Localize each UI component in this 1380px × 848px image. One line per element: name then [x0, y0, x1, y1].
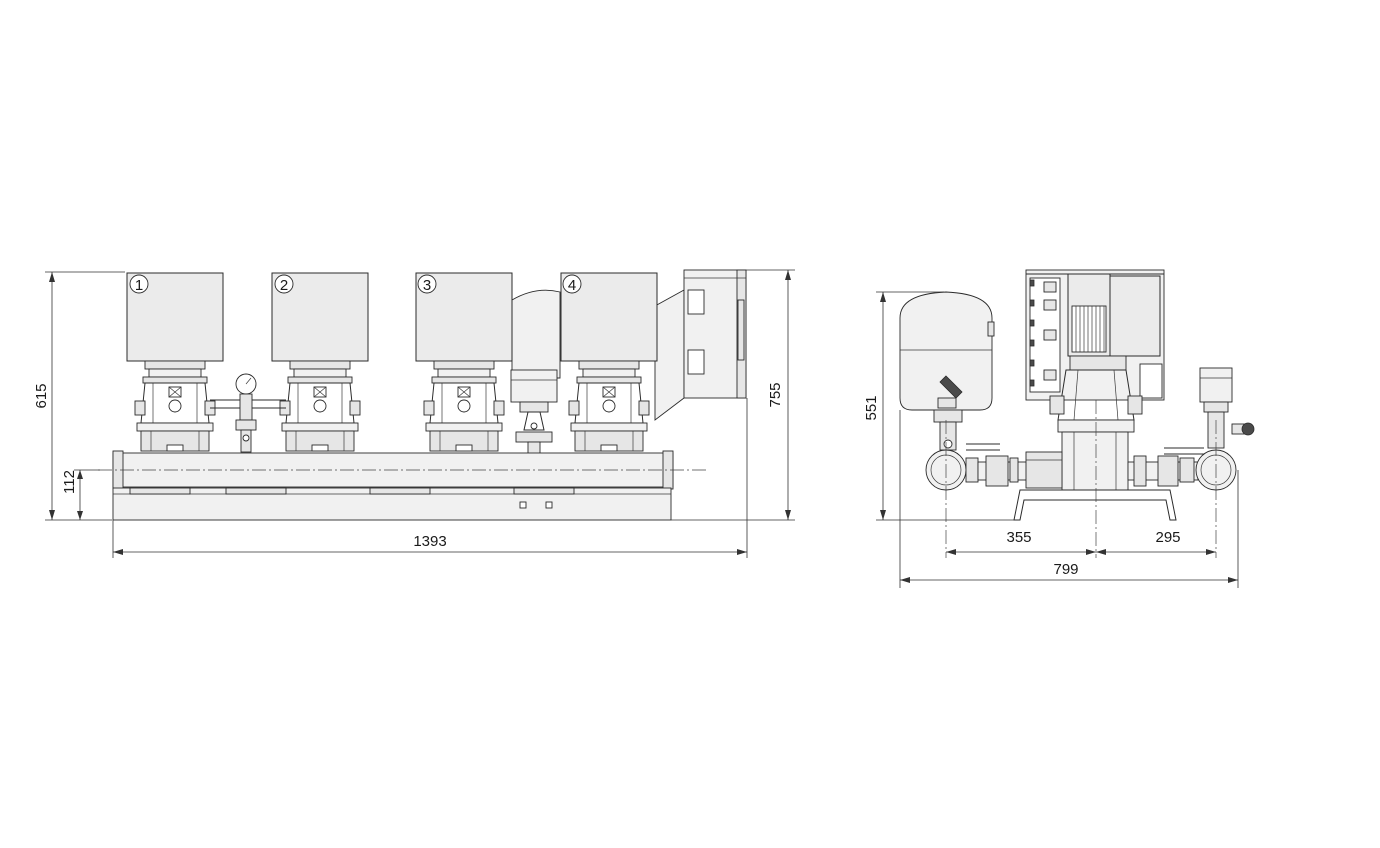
pressure-gauge [210, 373, 286, 453]
dimension-front-height-manifold: 112 [61, 469, 100, 520]
pressure-tank-back [511, 289, 561, 379]
control-cabinet [654, 269, 747, 421]
svg-text:799: 799 [1053, 561, 1078, 578]
dimension-front-height-cabinet: 755 [671, 269, 795, 521]
svg-text:1: 1 [135, 277, 143, 294]
svg-text:3: 3 [423, 277, 431, 294]
pump-2 [271, 272, 369, 452]
side-base-stand [1013, 489, 1177, 521]
front-view: 1 2 3 4 615 112 [33, 269, 795, 558]
svg-text:755: 755 [767, 382, 784, 407]
svg-text:615: 615 [33, 383, 50, 408]
front-base-frame [112, 487, 672, 521]
dimension-front-height-total: 615 [33, 271, 125, 521]
pump-badge-2: 2 [274, 274, 294, 294]
svg-text:4: 4 [568, 277, 576, 294]
svg-text:355: 355 [1006, 529, 1031, 546]
svg-text:551: 551 [863, 395, 880, 420]
front-manifold [98, 450, 706, 490]
svg-text:1393: 1393 [413, 533, 446, 550]
pump-badge-3: 3 [417, 274, 437, 294]
svg-text:295: 295 [1155, 529, 1180, 546]
svg-text:2: 2 [280, 277, 288, 294]
pressure-switch [510, 369, 558, 455]
side-view: 551 355 295 799 [863, 269, 1255, 588]
pump-1 [126, 272, 224, 452]
dimension-front-width: 1393 [112, 398, 748, 558]
pump-3 [415, 272, 513, 452]
svg-text:112: 112 [61, 470, 78, 494]
dimension-side-width: 799 [899, 410, 1239, 588]
side-left-manifold [925, 375, 1063, 491]
pump-badge-1: 1 [129, 274, 149, 294]
pump-badge-4: 4 [562, 274, 582, 294]
side-motor [1067, 273, 1161, 371]
pump-4 [560, 272, 658, 452]
dimension-side-height: 551 [863, 291, 1014, 521]
dimension-side-offsets: 355 295 [946, 529, 1216, 555]
